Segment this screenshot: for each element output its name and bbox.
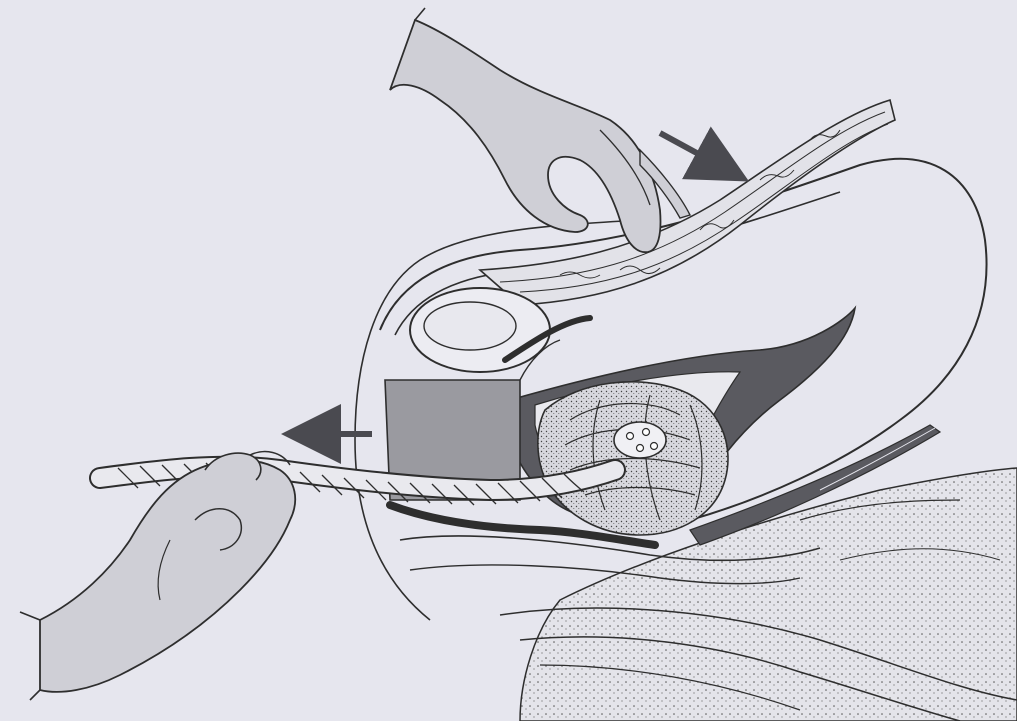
cord-cross-section — [614, 422, 666, 458]
